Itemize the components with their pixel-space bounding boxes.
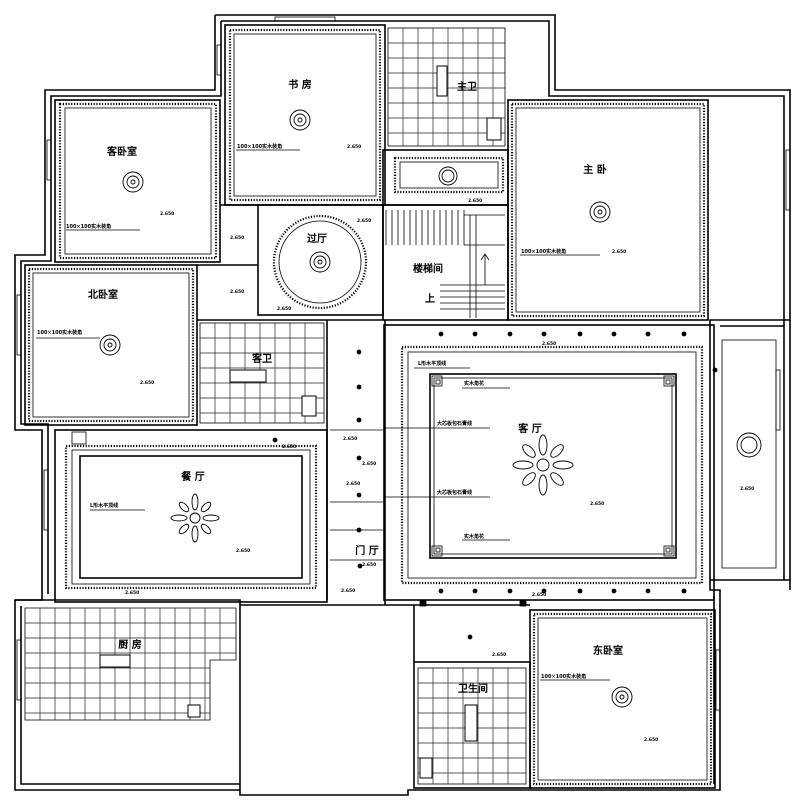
elev-foyer-b: 2.650: [277, 306, 291, 312]
guest-bedroom-label: 客卧室: [106, 145, 137, 158]
foyer-label: 过厅: [307, 232, 327, 245]
elev-guest-bedroom: 2.650: [160, 211, 174, 217]
ceiling-borders: [27, 28, 777, 786]
elev-east-bedroom: 2.650: [644, 737, 658, 743]
elev-dining-top: 2.650: [282, 444, 296, 450]
elev-east-strip: 2.650: [740, 486, 754, 492]
note-east-trim: 100×100实木装角: [541, 673, 586, 680]
note-corner-2: 实木角花: [464, 533, 484, 540]
note-living-ceiling: L形木平顶线: [418, 360, 446, 367]
elev-master-bedroom: 2.650: [612, 249, 626, 255]
elev-living-top: 2.650: [542, 341, 556, 347]
stair-up-label: 上: [425, 292, 435, 305]
tile-wc: [417, 667, 527, 785]
wc-label: 卫生间: [458, 682, 488, 695]
note-dining-ceiling: L形木平顶线: [90, 502, 118, 509]
elev-hall-3: 2.650: [346, 481, 360, 487]
lamp-study: [289, 109, 311, 131]
leader-lines: [36, 149, 610, 681]
hallway: [71, 331, 718, 640]
note-study-trim: 100×100实木装角: [237, 143, 282, 150]
living-label: 客 厅: [517, 422, 541, 435]
note-corner-1: 实木角花: [464, 380, 484, 387]
east-bedroom-label: 东卧室: [593, 644, 623, 657]
elev-living-center: 2.650: [590, 501, 604, 507]
note-guest-trim: 100×100实木装角: [66, 223, 111, 230]
note-gypsum-1: 大芯板包石膏线: [437, 420, 472, 427]
windows: [16, 16, 791, 711]
north-bedroom-label: 北卧室: [88, 288, 118, 301]
lamp-master-bedroom: [589, 201, 611, 223]
elev-corridor: 2.650: [468, 198, 482, 204]
staircase: [385, 210, 505, 318]
note-gypsum-2: 大芯板包石膏线: [437, 489, 472, 496]
elev-dining-center: 2.650: [236, 548, 250, 554]
study-label: 书 房: [288, 78, 311, 91]
elev-study: 2.650: [347, 144, 361, 150]
master-bedroom-label: 主 卧: [583, 163, 606, 176]
elev-wc-top: 2.650: [492, 652, 506, 658]
note-master-trim: 100×100实木装角: [521, 248, 566, 255]
kitchen-label: 厨 房: [118, 638, 141, 651]
chandelier-dining: [170, 493, 220, 543]
lamp-east-bedroom: [611, 686, 633, 708]
elev-small-b: 2.650: [230, 289, 244, 295]
elev-hall-1: 2.650: [343, 436, 357, 442]
elev-dining-bottom: 2.650: [125, 590, 139, 596]
elev-living-bottom: 2.650: [532, 592, 546, 598]
elev-hall-4: 2.650: [362, 562, 376, 568]
tile-guest-bath: [199, 322, 325, 424]
guest-bath-label: 客卫: [251, 352, 272, 365]
stair-label: 楼梯间: [413, 262, 443, 275]
tile-kitchen: [24, 607, 237, 721]
master-bath-label: 主卫: [457, 80, 477, 93]
dining-label: 餐 厅: [180, 470, 204, 483]
interior-walls: [24, 24, 716, 789]
corner-ornaments: [431, 375, 675, 557]
note-north-trim: 100×100实木装角: [37, 329, 82, 336]
lamp-corridor: [438, 166, 458, 186]
entry-label: 门 厅: [355, 544, 378, 557]
chandelier-living: [512, 434, 574, 496]
elev-north-bedroom: 2.650: [140, 380, 154, 386]
tile-master-bath: [387, 27, 506, 147]
lamp-north-bedroom: [99, 334, 121, 356]
outer-walls: [14, 14, 791, 796]
lamp-foyer: [309, 251, 331, 273]
elev-entry: 2.650: [341, 588, 355, 594]
lamp-east-strip: [736, 432, 762, 458]
foyer-circle: [272, 214, 368, 310]
elev-foyer-a: 2.650: [357, 218, 371, 224]
lamp-guest-bedroom: [122, 171, 144, 193]
elev-small-a: 2.650: [230, 235, 244, 241]
elev-hall-2: 2.650: [362, 461, 376, 467]
